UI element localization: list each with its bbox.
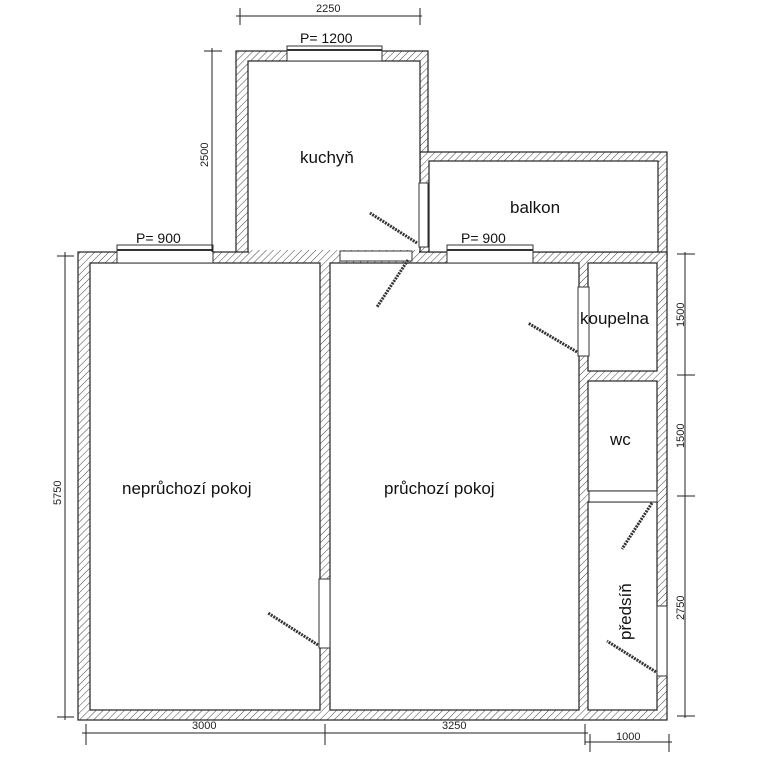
door-kitchen-room: [339, 250, 413, 308]
dim-kitchen-depth: 2500: [199, 143, 211, 167]
label-private-room: neprůchozí pokoj: [122, 479, 251, 498]
room-walkthrough: [329, 262, 580, 711]
dim-kitchen-width: 2250: [316, 3, 340, 15]
dim-wc-length: 1500: [675, 424, 687, 448]
dim-total-depth: 5750: [52, 481, 64, 505]
window-middle-room: [446, 244, 534, 264]
room-hallway: [587, 501, 658, 711]
label-wc: wc: [609, 430, 631, 449]
window-label-left: P= 900: [136, 230, 181, 246]
dim-strip-width: 1000: [616, 731, 640, 743]
room-private: [89, 262, 321, 711]
room-balcony: [428, 160, 659, 253]
dim-hallway-length: 2750: [675, 596, 687, 620]
window-label-middle: P= 900: [461, 230, 506, 246]
door-entrance: [606, 605, 668, 677]
door-kitchen-balcony: [369, 182, 429, 248]
label-walkthrough-room: průchozí pokoj: [384, 479, 495, 498]
dim-left-room-width: 3000: [192, 720, 216, 732]
dimension-lines: [57, 8, 695, 752]
dim-middle-room-width: 3250: [442, 720, 466, 732]
door-wc: [588, 490, 658, 550]
label-hallway: předsíň: [616, 583, 635, 640]
door-bathroom: [527, 286, 590, 357]
label-kitchen: kuchyň: [300, 148, 354, 167]
room-kitchen: [247, 60, 421, 253]
door-private-room: [267, 578, 331, 649]
window-label-kitchen: P= 1200: [300, 30, 353, 46]
window-kitchen: [286, 45, 383, 62]
label-bathroom: koupelna: [580, 309, 650, 328]
label-balcony: balkon: [510, 198, 560, 217]
dim-bathroom-length: 1500: [675, 303, 687, 327]
window-left-room: [116, 244, 214, 264]
